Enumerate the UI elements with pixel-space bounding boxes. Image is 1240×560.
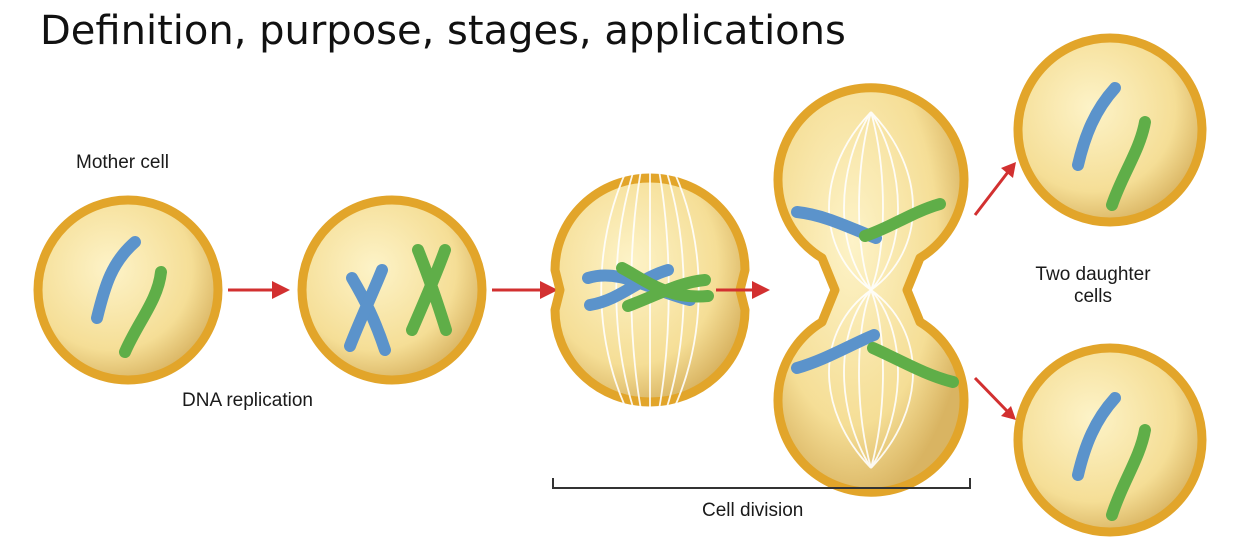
- chromosome-blue-lower: [791, 329, 880, 374]
- daughter-cell-bottom: [1013, 343, 1207, 537]
- mother-cell-membrane: [33, 195, 223, 385]
- chromatid-blue-b: [584, 264, 674, 311]
- daughter-cell-bottom-membrane: [1013, 343, 1207, 537]
- replicated-cell-membrane: [297, 195, 487, 385]
- cell-division-label: Cell division: [702, 500, 804, 521]
- arrow-to-daughter-bottom: [973, 376, 1016, 420]
- arrow-to-replication: [228, 281, 290, 299]
- chromosome-green-lower: [867, 342, 959, 388]
- chromosome-green: [1106, 116, 1151, 211]
- spindle-fibers-upper: [828, 111, 914, 291]
- chromosome-blue: [1072, 392, 1121, 481]
- dna-replication-label: DNA replication: [182, 390, 313, 411]
- replicated-cell: [297, 195, 487, 385]
- telophase-cell: [773, 83, 969, 497]
- chromosome-blue: [91, 236, 141, 324]
- chromosome-green: [1106, 424, 1151, 521]
- chromosome-green-upper: [859, 198, 946, 242]
- two-daughter-cells-label: Two daughter cells: [1035, 264, 1151, 307]
- mother-cell: [33, 195, 223, 385]
- chromosome-green: [119, 266, 167, 358]
- chromatid-blue-b: [344, 264, 388, 352]
- cell-division-bracket: [552, 478, 971, 489]
- daughter-cell-top: [1013, 33, 1207, 227]
- daughter-cell-top-membrane: [1013, 33, 1207, 227]
- arrow-to-daughter-top: [973, 162, 1016, 216]
- page-title: Definition, purpose, stages, application…: [40, 8, 846, 54]
- arrow-to-metaphase: [492, 281, 558, 299]
- spindle-fibers-lower: [828, 289, 914, 469]
- chromatid-green-b: [622, 274, 711, 312]
- chromatid-green-b: [406, 244, 451, 336]
- chromosome-blue: [1072, 82, 1121, 171]
- arrow-to-telophase: [716, 281, 770, 299]
- metaphase-cell: [550, 129, 750, 451]
- mother-cell-label: Mother cell: [76, 152, 169, 173]
